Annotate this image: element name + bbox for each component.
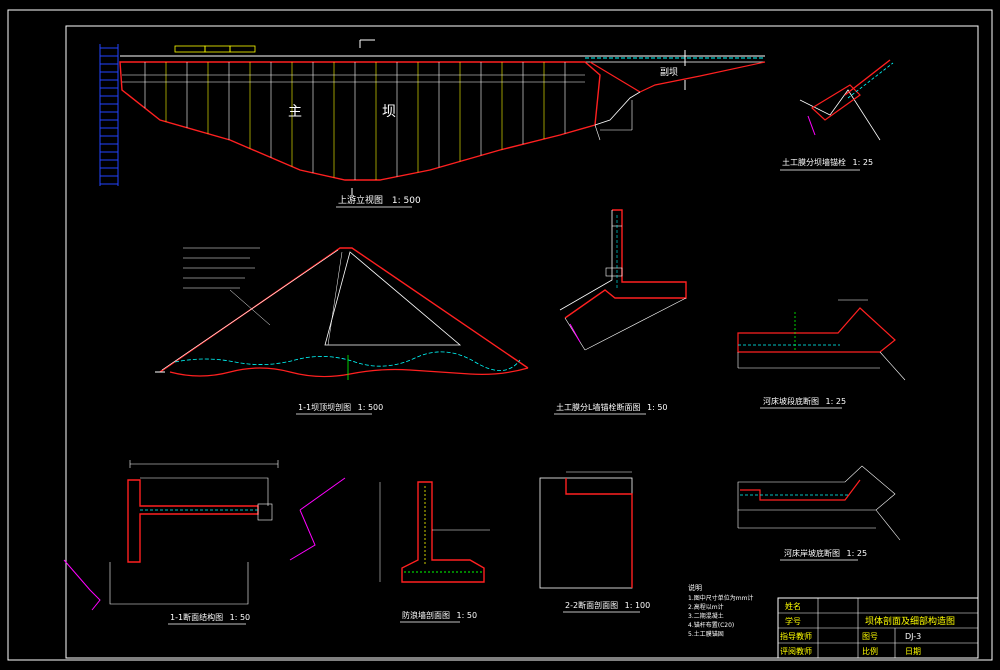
drawing-title: 坝体剖面及细部构造图	[865, 615, 955, 627]
outer-frame	[7, 9, 993, 661]
date-label: 日期	[905, 647, 921, 656]
scale-label: 比例	[862, 646, 878, 656]
parapet-caption-scale: 1: 50	[457, 611, 478, 620]
note-item: 4.锚杆布置(C20)	[688, 621, 734, 629]
section-2-2: 2-2断面剖面图 1: 100	[539, 471, 650, 613]
reviewer-label: 评阅教师	[780, 646, 812, 656]
riverbed-toe-detail: 河床岸坡底断图 1: 25	[737, 465, 901, 561]
cross-section-caption: 1-1坝顶坝剖图 1: 500	[298, 402, 383, 412]
inner-frame	[65, 25, 979, 659]
drawing-no-label: 图号	[862, 632, 878, 641]
anchor-detail-caption-scale: 1: 25	[853, 158, 874, 167]
section-2-2-caption-text: 2-2断面剖面图	[565, 600, 618, 610]
section-1-1-caption-scale: 1: 50	[230, 613, 251, 622]
section-1-1-wall: 1-1断面结构图 1: 50	[63, 460, 346, 625]
foundation-line	[169, 367, 529, 378]
advisor-label: 指导教师	[780, 631, 812, 641]
section-2-2-caption: 2-2断面剖面图 1: 100	[565, 600, 650, 610]
section-2-2-caption-scale: 1: 100	[625, 601, 651, 610]
riverbed-toe-caption-scale: 1: 25	[847, 549, 868, 558]
notes-block: 说明 1.图中尺寸单位为mm计 2.高程以m计 3.二期混凝土 4.锚杆布置(C…	[688, 583, 753, 638]
side-dam-label: 副坝	[660, 67, 678, 78]
riverbed-toe-caption: 河床岸坡底断图 1: 25	[784, 548, 867, 558]
main-dam-label-2: 坝	[382, 104, 396, 120]
geomembrane-anchor-detail: 土工膜分坝墙锚栓 1: 25	[780, 59, 894, 171]
note-item: 5.土工膜锚固	[688, 630, 724, 638]
main-dam-outline	[119, 61, 601, 181]
note-item: 1.图中尺寸单位为mm计	[688, 594, 753, 602]
parapet-section: 防浪墙剖面图 1: 50	[379, 481, 490, 623]
riverbed-anchor-caption-scale: 1: 25	[826, 397, 847, 406]
longitudinal-caption-text: 上游立视图	[338, 194, 383, 206]
main-dam-label-1: 主	[288, 104, 302, 120]
cross-section-outline	[159, 247, 529, 373]
note-item: 2.高程以m计	[688, 603, 724, 611]
riverbed-toe-caption-text: 河床岸坡底断图	[784, 548, 840, 558]
geomembrane-l-wall-detail: 土工膜分L墙锚栓断面图 1: 50	[554, 209, 687, 415]
name-label: 姓名	[785, 601, 801, 611]
l-wall-caption-text: 土工膜分L墙锚栓断面图	[556, 402, 640, 412]
drawing-no: DJ-3	[905, 632, 921, 641]
id-label: 学号	[785, 616, 801, 626]
riverbed-anchor-caption: 河床坡段底断图 1: 25	[763, 396, 846, 406]
anchor-detail-caption: 土工膜分坝墙锚栓 1: 25	[782, 157, 873, 167]
parapet-caption-text: 防浪墙剖面图	[402, 610, 450, 620]
longitudinal-caption-scale: 1: 500	[392, 196, 421, 206]
riverbed-anchor-detail: 河床坡段底断图 1: 25	[737, 299, 906, 409]
l-wall-caption-scale: 1: 50	[647, 403, 668, 412]
parapet-caption: 防浪墙剖面图 1: 50	[402, 610, 477, 620]
dam-cross-section: 1-1坝顶坝剖图 1: 500	[155, 247, 529, 415]
section-1-1-caption: 1-1断面结构图 1: 50	[170, 612, 250, 622]
anchor-detail-caption-text: 土工膜分坝墙锚栓	[782, 157, 846, 167]
elevation-ruler	[99, 44, 119, 186]
longitudinal-caption: 上游立视图 1: 500	[338, 194, 421, 206]
cross-section-caption-text: 1-1坝顶坝剖图	[298, 402, 351, 412]
section-1-1-caption-text: 1-1断面结构图	[170, 612, 223, 622]
riverbed-anchor-caption-text: 河床坡段底断图	[763, 396, 819, 406]
cross-section-caption-scale: 1: 500	[358, 403, 384, 412]
note-item: 3.二期混凝土	[688, 612, 724, 620]
title-block: 姓名 学号 指导教师 评阅教师 坝体剖面及细部构造图 图号 DJ-3 比例 日期	[777, 597, 979, 659]
longitudinal-view: 主 坝 副坝 上游立视图 1: 500	[99, 39, 766, 208]
notes-title: 说明	[688, 583, 702, 592]
l-wall-caption: 土工膜分L墙锚栓断面图 1: 50	[556, 402, 668, 412]
side-dam-outline	[589, 61, 766, 93]
